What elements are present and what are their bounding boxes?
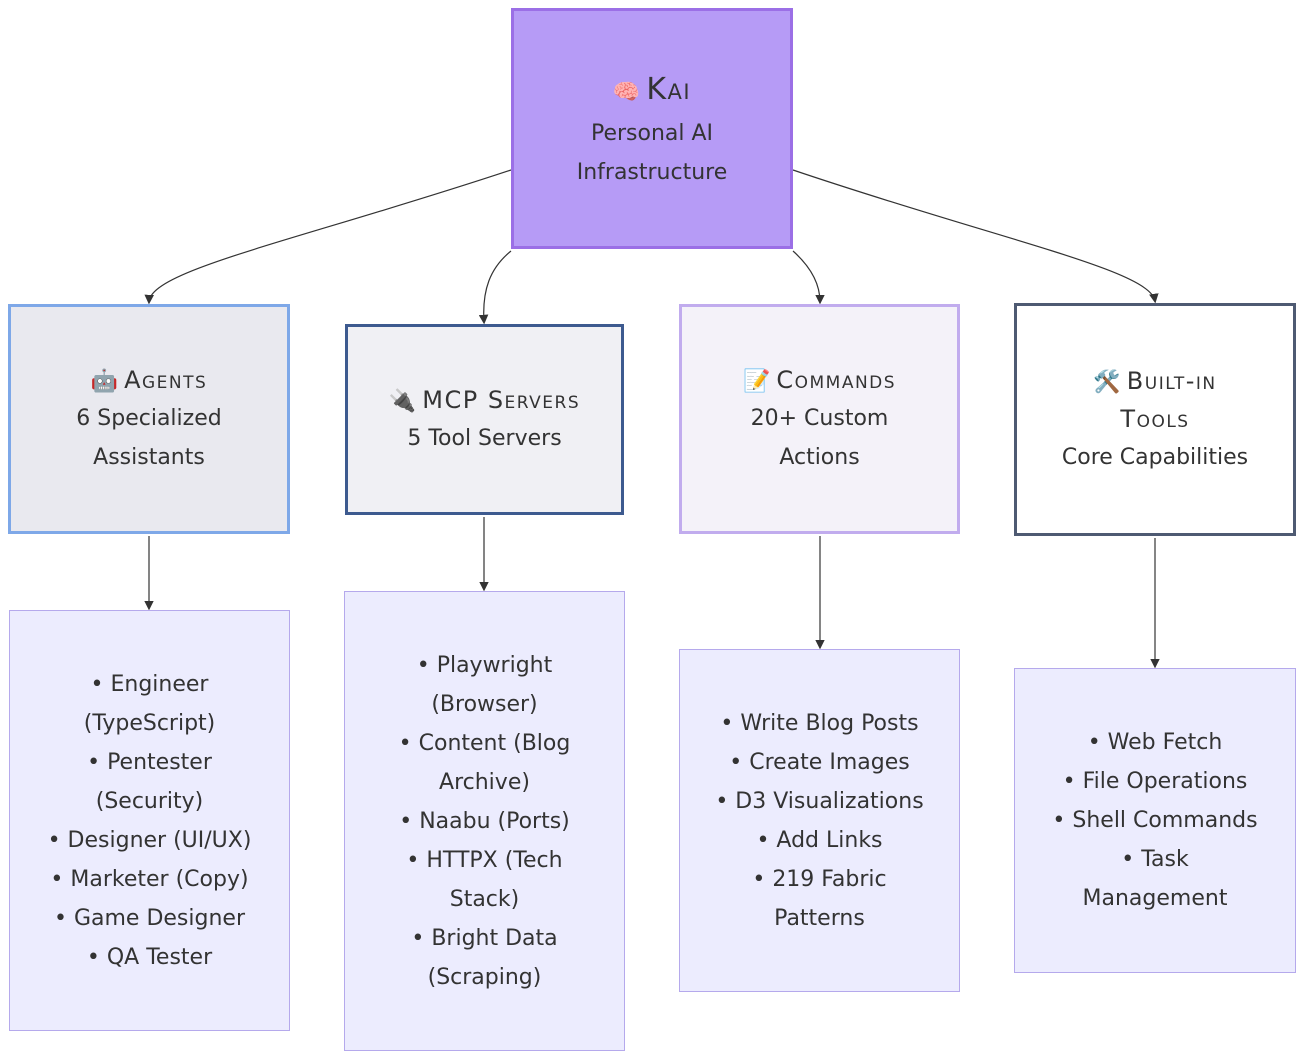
hammer-wrench-icon: 🛠️ [1093,369,1121,395]
list-item: • Game Designer [54,905,245,931]
tools-list-node: • Web Fetch • File Operations • Shell Comm… [1014,668,1296,973]
list-item: • Bright Data [411,925,558,951]
root-subtitle-line-2: Infrastructure [576,159,728,185]
plug-icon: 🔌 [388,388,417,414]
list-item: (TypeScript) [83,710,216,736]
commands-title: 📝Commands [743,361,896,399]
tools-title-text-line-1: Built-in [1126,366,1217,395]
list-item: • Add Links [756,827,883,853]
list-item: • Create Images [729,749,910,775]
commands-subtitle-line-1: 20+ Custom [750,406,889,432]
list-item: • Marketer (Copy) [50,866,249,892]
list-item: (Scraping) [427,964,542,990]
tools-title-text-line-2: Tools [1120,405,1190,433]
list-item: • Playwright [416,652,553,678]
root-title-text: Kai [646,71,692,107]
list-item: • Engineer [90,671,209,697]
list-item: Stack) [449,886,520,912]
agents-title-text: Agents [124,365,208,394]
memo-icon: 📝 [742,368,771,394]
agents-subtitle-line-2: Assistants [93,445,205,471]
agents-subtitle-line-1: 6 Specialized [76,406,222,432]
list-item: Archive) [439,769,530,795]
brain-icon: 🧠 [612,79,641,105]
list-item: • HTTPX (Tech [406,847,563,873]
agents-node: 🤖Agents 6 Specialized Assistants [8,304,290,534]
list-item: • Designer (UI/UX) [47,827,252,853]
root-subtitle-line-1: Personal AI [590,120,714,146]
agents-title: 🤖Agents [91,361,208,399]
list-item: • Write Blog Posts [720,710,919,736]
commands-list-node: • Write Blog Posts • Create Images • D3 Vi… [679,649,960,992]
list-item: (Browser) [431,691,538,717]
root-title: 🧠Kai [613,66,691,114]
list-item: (Security) [95,788,204,814]
root-node: 🧠Kai Personal AI Infrastructure [511,8,793,249]
built-in-tools-node: 🛠️Built-in Tools Core Capabilities [1014,303,1296,536]
list-item: • File Operations [1062,769,1248,794]
commands-list: • Write Blog Posts • Create Images • D3 Vi… [715,704,923,938]
list-item: • QA Tester [86,944,213,970]
tools-title: 🛠️Built-in [1093,362,1216,400]
commands-title-text: Commands [776,365,897,394]
mcp-title-text: MCP Servers [422,385,581,414]
list-item: • D3 Visualizations [715,788,924,814]
mcp-servers-node: 🔌MCP Servers 5 Tool Servers [345,324,624,515]
list-item: Patterns [774,905,865,931]
mcp-subtitle-line-1: 5 Tool Servers [407,426,562,452]
tools-list: • Web Fetch • File Operations • Shell Comm… [1052,723,1257,918]
list-item: • Web Fetch [1087,730,1223,755]
list-item: • Task [1121,847,1189,872]
edge-root-tools [792,169,1159,304]
list-item: Management [1082,886,1228,911]
tools-subtitle-line-1: Core Capabilities [1061,445,1249,471]
list-item: • Pentester [87,749,212,775]
robot-icon: 🤖 [90,368,119,394]
commands-node: 📝Commands 20+ Custom Actions [679,304,960,534]
list-item: • 219 Fabric [752,866,887,892]
edge-root-agents [144,169,512,305]
agents-list-node: • Engineer (TypeScript) • Pentester (Securi… [9,610,290,1031]
edge-root-mcp [478,250,512,325]
list-item: • Content (Blog [398,730,571,756]
commands-subtitle-line-2: Actions [779,445,860,471]
mcp-title: 🔌MCP Servers [389,381,580,419]
list-item: • Naabu (Ports) [399,808,570,834]
list-item: • Shell Commands [1052,808,1258,833]
agents-list: • Engineer (TypeScript) • Pentester (Securi… [48,665,252,977]
edge-root-commands [792,250,825,305]
